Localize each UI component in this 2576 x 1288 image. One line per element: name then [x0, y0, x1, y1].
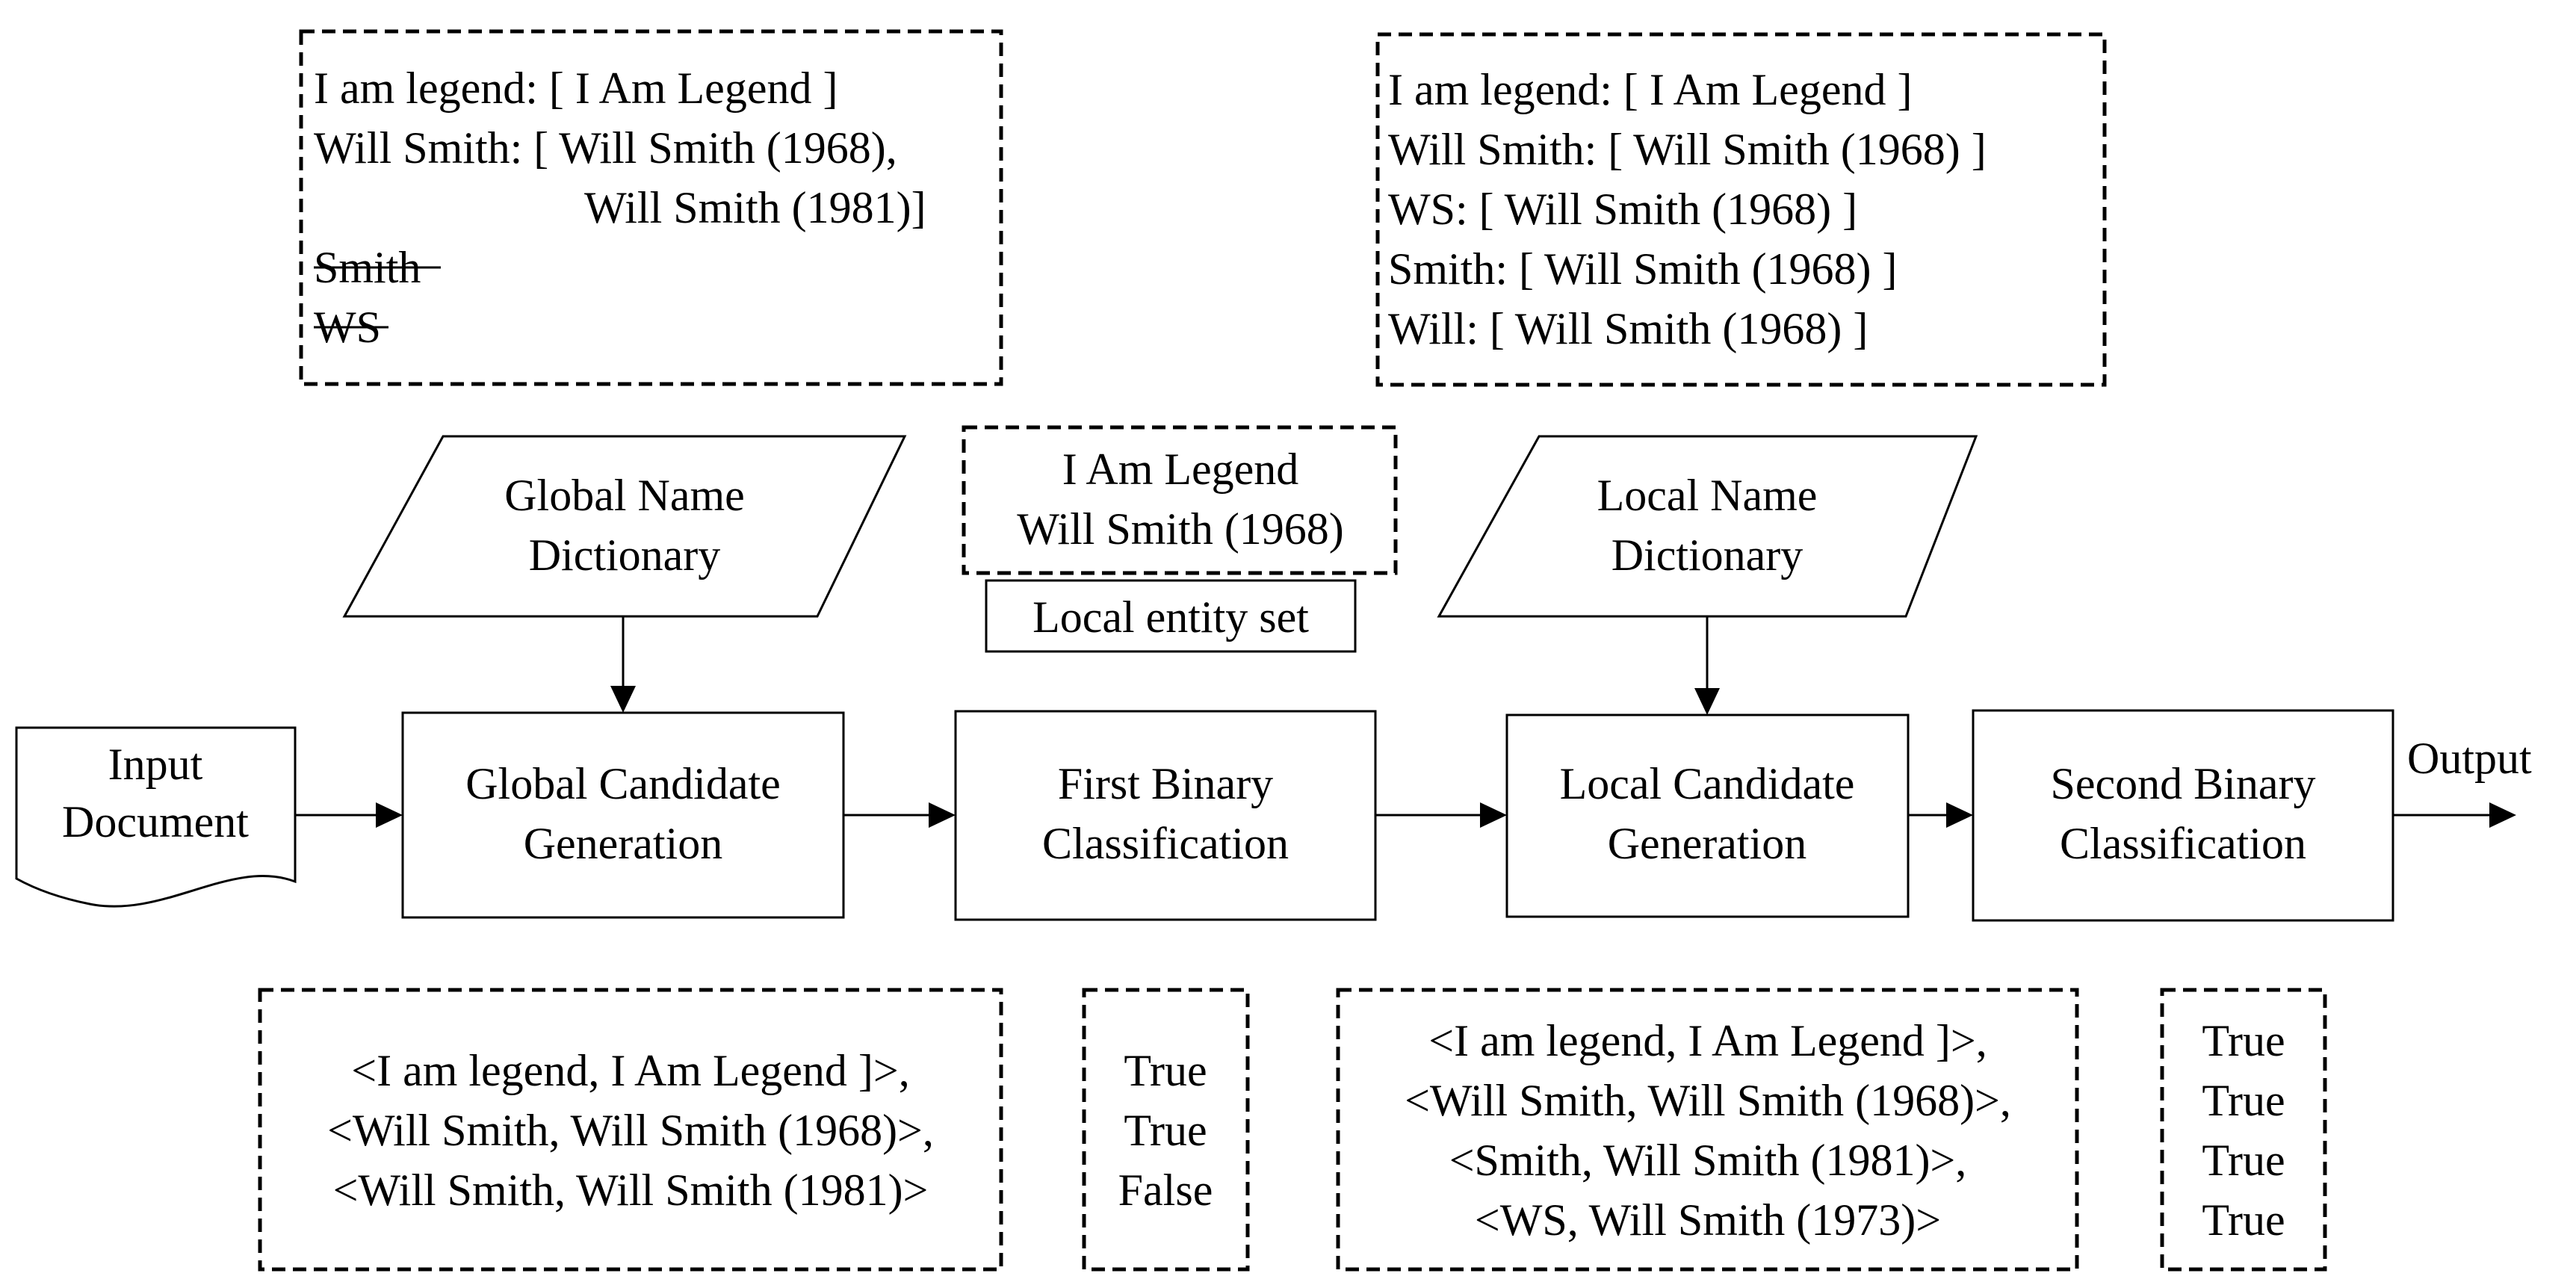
- candidate-pair: <WS, Will Smith (1973)>: [1475, 1195, 1941, 1245]
- classification-result: False: [1118, 1165, 1213, 1215]
- local-lookup-line: Will: [ Will Smith (1968) ]: [1388, 304, 1868, 353]
- process-label: Local Candidate: [1560, 759, 1855, 808]
- entity-set-item: Will Smith (1968): [1017, 504, 1344, 554]
- process-label: Second Binary: [2051, 759, 2316, 808]
- classification-result: True: [2202, 1195, 2285, 1245]
- local-entity-set-label-box: Local entity set: [985, 579, 1357, 653]
- second-results-box: True True True True: [2160, 988, 2327, 1272]
- arrowhead: [2489, 802, 2516, 828]
- local-dictionary-label: Local Name: [1597, 471, 1818, 520]
- local-candidates-box: <I am legend, I Am Legend ]>, <Will Smit…: [1336, 988, 2079, 1272]
- output-label: Output: [2407, 734, 2532, 783]
- input-document-label: Document: [62, 797, 249, 846]
- global-dictionary-label: Dictionary: [529, 530, 721, 580]
- local-entity-set-box: I Am Legend Will Smith (1968): [962, 425, 1398, 575]
- global-lookup-line: I am legend: [ I Am Legend ]: [314, 64, 837, 113]
- candidate-pair: <I am legend, I Am Legend ]>,: [1428, 1016, 1987, 1065]
- local-lookup-line: WS: [ Will Smith (1968) ]: [1388, 185, 1857, 234]
- local-lookup-box: I am legend: [ I Am Legend ] Will Smith:…: [1375, 32, 2107, 387]
- candidate-pair: <I am legend, I Am Legend ]>,: [351, 1046, 909, 1095]
- local-name-dictionary: Local Name Dictionary: [1437, 435, 1978, 618]
- local-lookup-line: I am legend: [ I Am Legend ]: [1388, 65, 1912, 114]
- classification-result: True: [1124, 1106, 1207, 1155]
- global-lookup-box: I am legend: [ I Am Legend ] Will Smith:…: [299, 29, 1003, 386]
- candidate-pair: <Smith, Will Smith (1981)>,: [1449, 1136, 1967, 1185]
- classification-result: True: [1124, 1046, 1207, 1095]
- global-lookup-line: Will Smith: [ Will Smith (1968),: [314, 123, 897, 173]
- process-label: Classification: [2060, 819, 2306, 868]
- second-binary-classification: Second Binary Classification: [1972, 709, 2394, 922]
- local-lookup-line: Will Smith: [ Will Smith (1968) ]: [1388, 125, 1987, 174]
- arrowhead: [610, 686, 636, 713]
- process-label: Classification: [1042, 819, 1289, 868]
- first-results-box: True True False: [1082, 988, 1250, 1272]
- global-candidate-generation: Global Candidate Generation: [401, 711, 845, 919]
- candidate-pair: <Will Smith, Will Smith (1968)>,: [1405, 1076, 2011, 1125]
- candidate-pair: <Will Smith, Will Smith (1981)>: [333, 1165, 929, 1215]
- local-entity-set-label: Local entity set: [1032, 592, 1309, 642]
- arrowhead: [1946, 802, 1973, 828]
- connectors: [295, 616, 2516, 828]
- local-lookup-line: Smith: [ Will Smith (1968) ]: [1388, 244, 1898, 294]
- first-binary-classification: First Binary Classification: [954, 710, 1377, 921]
- candidate-pair: <Will Smith, Will Smith (1968)>,: [327, 1106, 934, 1155]
- global-lookup-line: Will Smith (1981)]: [584, 183, 926, 232]
- classification-result: True: [2202, 1136, 2285, 1185]
- global-name-dictionary: Global Name Dictionary: [342, 435, 907, 618]
- classification-result: True: [2202, 1076, 2285, 1125]
- entity-set-item: I Am Legend: [1062, 445, 1299, 494]
- classification-result: True: [2202, 1016, 2285, 1065]
- global-candidates-box: <I am legend, I Am Legend ]>, <Will Smit…: [258, 988, 1003, 1272]
- arrowhead: [1694, 688, 1720, 715]
- process-label: Global Candidate: [465, 759, 781, 808]
- process-label: First Binary: [1058, 759, 1273, 808]
- local-candidate-generation: Local Candidate Generation: [1505, 713, 1910, 918]
- arrowhead: [376, 802, 403, 828]
- process-label: Generation: [1608, 819, 1807, 868]
- local-dictionary-label: Dictionary: [1611, 530, 1803, 580]
- process-label: Generation: [524, 819, 723, 868]
- arrowhead: [1480, 802, 1507, 828]
- global-dictionary-label: Global Name: [504, 471, 745, 520]
- arrowhead: [929, 802, 956, 828]
- input-document-label: Input: [108, 740, 203, 789]
- input-document: Input Document: [15, 726, 297, 908]
